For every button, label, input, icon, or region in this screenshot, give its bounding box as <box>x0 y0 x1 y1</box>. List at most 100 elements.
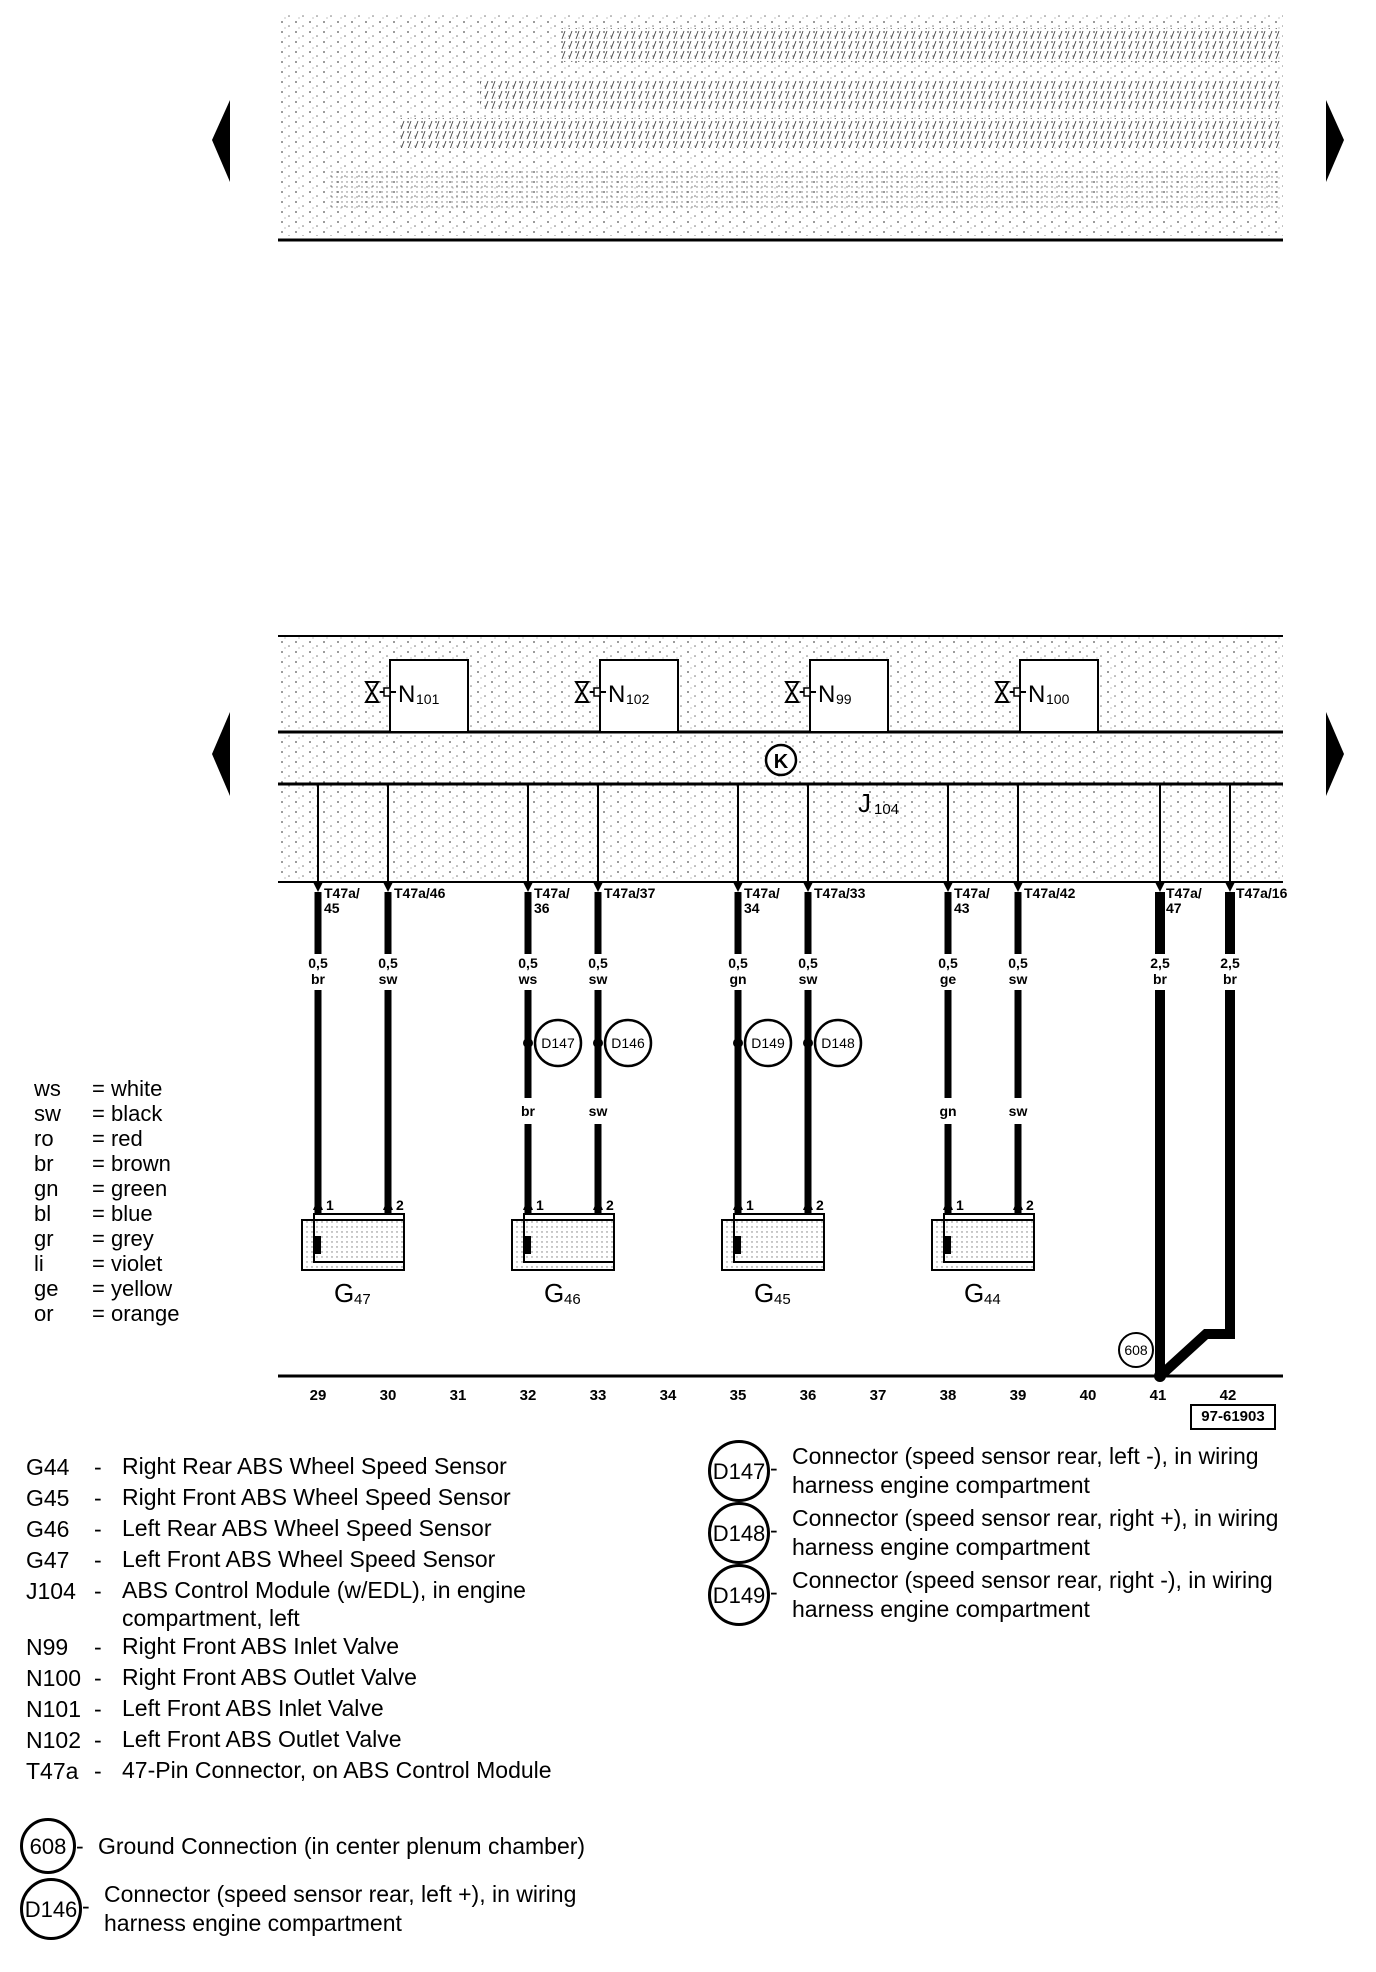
inline-connector-label: D149 <box>751 1035 785 1051</box>
pin-arrow-icon <box>1013 882 1023 892</box>
inline-connector-label: D148 <box>821 1035 855 1051</box>
wire-2: T47a/460,5sw <box>378 784 446 1214</box>
valve-sub: 102 <box>626 691 650 707</box>
component-desc: 47-Pin Connector, on ABS Control Module <box>122 1757 552 1783</box>
sensor-pin1: 1 <box>326 1197 334 1213</box>
wire-size: 0,5 <box>308 955 328 971</box>
component-dash: - <box>94 1727 102 1753</box>
prev-page-arrow-icon[interactable] <box>212 100 230 182</box>
pin-arrow-icon <box>383 882 393 892</box>
connector-legend-desc: Connector (speed sensor rear, right +), … <box>792 1505 1279 1560</box>
valve-letter: N <box>818 681 835 708</box>
wire-6: T47a/330,5sw <box>798 784 866 1214</box>
color-key-row: br= brown <box>34 1151 179 1176</box>
wire-pin-top: T47a/46 <box>394 885 446 901</box>
component-row: J104-ABS Control Module (w/EDL), in engi… <box>26 1576 562 1632</box>
next-section-arrow-icon[interactable] <box>1326 712 1344 796</box>
wire-size: 0,5 <box>518 955 538 971</box>
wire-color: sw <box>1009 971 1028 987</box>
component-dash: - <box>94 1485 102 1511</box>
component-dash: - <box>94 1634 102 1660</box>
track-number: 32 <box>520 1387 537 1404</box>
wire-size: 0,5 <box>798 955 818 971</box>
wire-1: T47a/450,5br <box>308 784 360 1214</box>
wire-color: gn <box>729 971 746 987</box>
component-code: T47a <box>26 1758 79 1784</box>
wire-9: T47a/472,5br <box>1150 784 1202 987</box>
color-key-code: sw <box>34 1101 61 1126</box>
color-key-name: = black <box>92 1101 163 1126</box>
track-number: 38 <box>940 1387 957 1404</box>
control-module-sub: 104 <box>874 801 899 818</box>
wire-color: br <box>1223 971 1238 987</box>
track-number: 41 <box>1150 1387 1167 1404</box>
connector-legend-dash: - <box>770 1517 778 1543</box>
wire-pin-bottom: 47 <box>1166 900 1182 916</box>
color-key-row: or= orange <box>34 1301 179 1326</box>
sensor-pin1: 1 <box>956 1197 964 1213</box>
wire-lower-color: sw <box>1009 1103 1028 1119</box>
color-key-row: li= violet <box>34 1251 179 1276</box>
track-number: 33 <box>590 1387 607 1404</box>
ground-legend-dash: - <box>76 1833 84 1859</box>
component-code: J104 <box>26 1578 76 1604</box>
component-code: G46 <box>26 1516 70 1542</box>
wire-size: 0,5 <box>588 955 608 971</box>
connector-legend-dash: - <box>770 1579 778 1605</box>
component-code: N101 <box>26 1696 81 1722</box>
connector-legend-D148: D148 - Connector (speed sensor rear, rig… <box>708 1502 1312 1564</box>
next-page-arrow-icon[interactable] <box>1326 100 1344 182</box>
valve-icon <box>994 681 1010 703</box>
track-number: 39 <box>1010 1387 1027 1404</box>
prev-section-arrow-icon[interactable] <box>212 712 230 796</box>
wire-pin-top: T47a/ <box>1166 885 1202 901</box>
color-key-name: = orange <box>92 1301 180 1326</box>
sensor-sub: 46 <box>564 1291 581 1308</box>
color-key-code: li <box>34 1251 44 1276</box>
valve-icon <box>784 681 800 703</box>
inline-connector-D148: D148 <box>803 1018 863 1068</box>
wire-size: 0,5 <box>728 955 748 971</box>
component-dash: - <box>94 1547 102 1573</box>
sensor-letter: G <box>754 1278 774 1308</box>
wire-color: ge <box>940 971 957 987</box>
inline-connector-D147: D147 <box>523 1018 583 1068</box>
module-symbol-text: K <box>774 751 789 773</box>
pin-arrow-icon <box>943 882 953 892</box>
track-number: 31 <box>450 1387 467 1404</box>
sensor-pin2: 2 <box>816 1197 824 1213</box>
component-desc: Right Rear ABS Wheel Speed Sensor <box>122 1453 507 1479</box>
wire-10: T47a/162,5br <box>1220 784 1288 987</box>
component-code: N102 <box>26 1727 81 1753</box>
track-number: 34 <box>660 1387 677 1404</box>
color-key-name: = red <box>92 1126 143 1151</box>
color-key-code: gr <box>34 1226 54 1251</box>
valve-icon <box>574 681 590 703</box>
sensor-pin2: 2 <box>606 1197 614 1213</box>
color-key-name: = brown <box>92 1151 171 1176</box>
color-key-row: ge= yellow <box>34 1276 179 1301</box>
component-desc: Left Front ABS Wheel Speed Sensor <box>122 1546 496 1572</box>
inline-connector-label: D146 <box>611 1035 645 1051</box>
wire-size: 0,5 <box>378 955 398 971</box>
inline-connectors: D147 D146 D149 D148 <box>523 1018 863 1068</box>
connector-legend-desc: Connector (speed sensor rear, left -), i… <box>792 1443 1259 1498</box>
sensor-pin1: 1 <box>536 1197 544 1213</box>
color-key-code: bl <box>34 1201 52 1226</box>
connector-legend-D147: D147 - Connector (speed sensor rear, lef… <box>708 1440 1312 1502</box>
inline-connector-label: D147 <box>541 1035 575 1051</box>
wire-pin-bottom: 43 <box>954 900 970 916</box>
ground-point-608: 608 <box>1118 1332 1154 1368</box>
